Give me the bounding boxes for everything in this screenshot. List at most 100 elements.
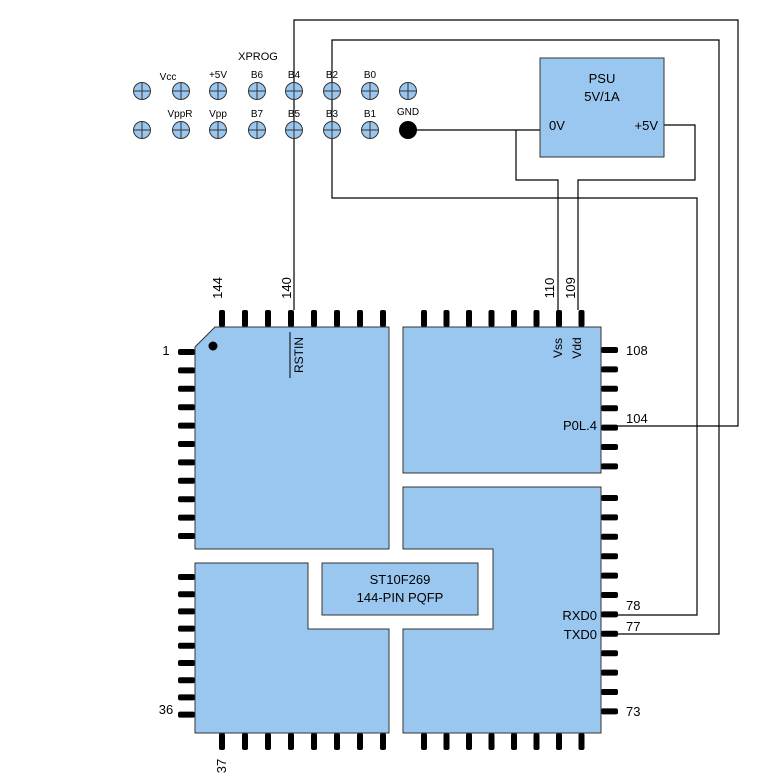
signal-p0l4: P0L.4 <box>563 418 597 433</box>
chip-pin-28 <box>601 495 618 501</box>
label-5v: +5V <box>209 70 227 81</box>
label-b4: B4 <box>288 70 301 81</box>
chip-pin-66 <box>466 733 472 750</box>
chip-pin-53 <box>533 310 540 327</box>
signal-vdd: Vdd <box>570 337 584 358</box>
chip: ST10F269 144-PIN PQFP Vss Vdd P0L.4 RXD0… <box>194 326 602 734</box>
header-pin-bottom-4 <box>248 121 266 139</box>
label-b0: B0 <box>364 70 377 81</box>
chip-pin-49 <box>443 310 450 327</box>
label-vcc: Vcc <box>160 72 177 83</box>
pin-number-108: 108 <box>626 343 648 358</box>
pin-number-77: 77 <box>626 619 640 634</box>
chip-pin-36 <box>601 650 618 657</box>
wire-txd0 <box>331 39 720 635</box>
header-pin-top-2 <box>172 82 190 100</box>
header-pin-top-7 <box>361 82 379 100</box>
signal-rstin: RSTIN <box>292 337 306 373</box>
chip-pin-56 <box>219 733 225 750</box>
chip-pin-68 <box>511 733 517 750</box>
header-pin-top-3 <box>209 82 227 100</box>
label-b2: B2 <box>326 70 339 81</box>
pin-number-110: 110 <box>542 278 557 299</box>
chip-pin-2 <box>178 367 195 374</box>
psu-title: PSU <box>589 71 616 86</box>
chip-pin-55 <box>578 310 585 327</box>
chip-pin-24 <box>601 405 618 412</box>
chip-name: ST10F269 <box>370 572 431 587</box>
chip-pin-54 <box>556 310 562 327</box>
chip-pin-14 <box>178 608 195 615</box>
psu-0v-label: 0V <box>549 118 565 133</box>
chip-pin-69 <box>533 733 540 750</box>
header-title: XPROG <box>238 51 278 63</box>
chip-pin-40 <box>219 310 225 327</box>
chip-pin-42 <box>265 310 271 327</box>
chip-pin-62 <box>357 733 363 750</box>
chip-pin-13 <box>178 591 195 598</box>
pin-number-104: 104 <box>626 411 648 426</box>
chip-pin-17 <box>178 660 195 666</box>
chip-pin-5 <box>178 422 195 429</box>
chip-pin-45 <box>334 310 340 327</box>
header-pin-top-6 <box>323 82 341 100</box>
chip-pin-31 <box>601 553 618 560</box>
pin-number-140: 140 <box>279 277 294 299</box>
chip-pin-44 <box>311 310 317 327</box>
chip-pin-19 <box>178 694 195 701</box>
chip-pin-7 <box>178 459 195 466</box>
chip-pin-63 <box>380 733 386 750</box>
label-gnd: GND <box>397 107 419 118</box>
chip-pin-67 <box>488 733 495 750</box>
chip-pin-25 <box>601 424 618 431</box>
chip-pin-1 <box>178 349 195 355</box>
chip-pin-41 <box>242 310 248 327</box>
chip-pin-8 <box>178 477 195 484</box>
wire-vss <box>515 130 559 310</box>
header-pin-top-4 <box>248 82 266 100</box>
signal-rxd0: RXD0 <box>562 608 597 623</box>
wire-rstin <box>293 19 739 427</box>
chip-pin-43 <box>288 310 294 327</box>
pin-number-109: 109 <box>563 277 578 299</box>
gnd-pin <box>399 121 417 139</box>
label-b5: B5 <box>288 109 301 120</box>
chip-pin-39 <box>601 708 618 715</box>
chip-pin-27 <box>601 463 618 470</box>
label-b7: B7 <box>251 109 264 120</box>
pin1-marker <box>208 341 218 351</box>
chip-pin-20 <box>178 711 195 718</box>
chip-pin-10 <box>178 514 195 521</box>
pin-number-1: 1 <box>162 343 169 358</box>
pin-number-36: 36 <box>159 702 173 717</box>
psu-rating: 5V/1A <box>584 89 620 104</box>
chip-pin-33 <box>601 592 618 598</box>
chip-pin-30 <box>601 533 618 540</box>
chip-pin-50 <box>466 310 472 327</box>
psu: PSU 5V/1A 0V +5V <box>539 57 665 158</box>
chip-pin-61 <box>334 733 340 750</box>
chip-pin-4 <box>178 404 195 411</box>
chip-pin-22 <box>601 366 618 373</box>
signal-txd0: TXD0 <box>564 627 597 642</box>
chip-pin-70 <box>556 733 562 750</box>
chip-pin-32 <box>601 572 618 579</box>
pin-numbers: 1 36 73 77 78 104 108 37 144 140 110 109 <box>159 277 648 773</box>
chip-pin-57 <box>242 733 248 750</box>
header-pin-bottom-1 <box>133 121 151 139</box>
psu-5v-label: +5V <box>635 118 659 133</box>
chip-pin-46 <box>357 310 363 327</box>
header-pin-bottom-3 <box>209 121 227 139</box>
chip-pin-48 <box>421 310 427 327</box>
pin-number-78: 78 <box>626 598 640 613</box>
label-vpp: Vpp <box>209 109 227 120</box>
chip-pin-52 <box>511 310 517 327</box>
chip-pin-6 <box>178 441 195 447</box>
header-pin-top-5 <box>285 82 303 100</box>
label-b3: B3 <box>326 109 339 120</box>
chip-pin-60 <box>311 733 317 750</box>
chip-pin-16 <box>178 642 195 649</box>
header-pin-bottom-7 <box>361 121 379 139</box>
chip-pin-29 <box>601 514 618 521</box>
wires <box>293 19 739 635</box>
